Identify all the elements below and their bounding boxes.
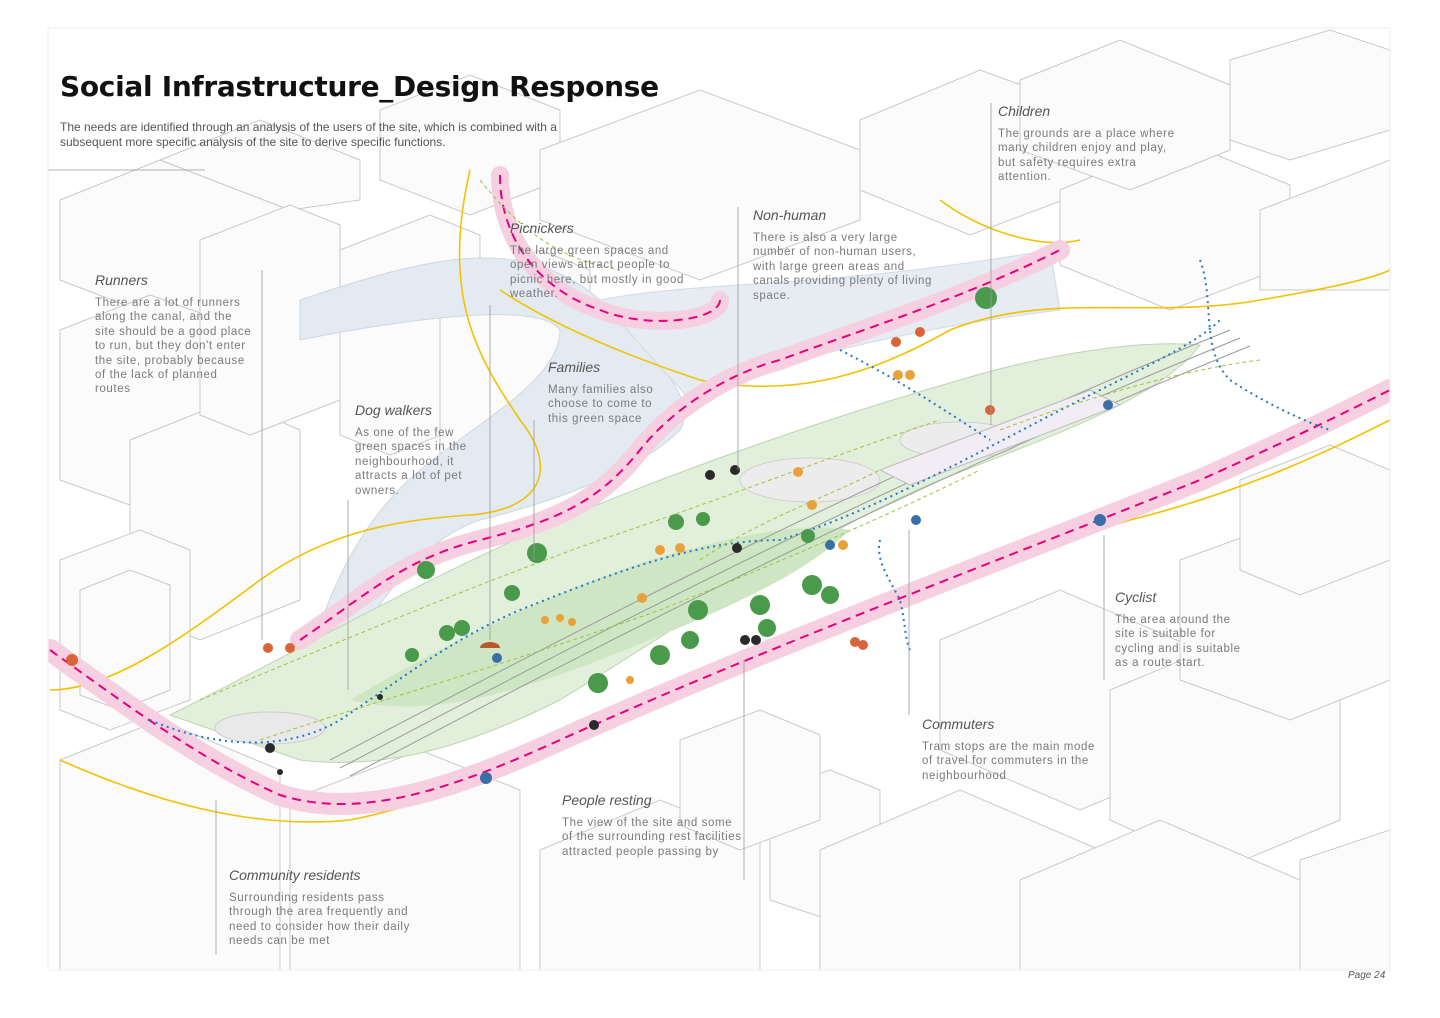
note-text: As one of the few green spaces in the ne…	[355, 427, 467, 497]
page-number: Page 24	[1348, 970, 1386, 981]
note-families: Families Many families also choose to co…	[548, 359, 666, 426]
note-picnickers: Picnickers The large green spaces and op…	[510, 220, 690, 302]
note-commuters: Commuters Tram stops are the main mode o…	[922, 716, 1102, 783]
diagram-frame	[47, 27, 1391, 971]
surrounding-buildings	[59, 29, 1390, 970]
note-text: There are a lot of runners along the can…	[95, 297, 252, 396]
note-title: Runners	[95, 272, 148, 288]
note-title: Picnickers	[510, 220, 574, 236]
note-text: Many families also choose to come to thi…	[548, 384, 654, 425]
note-runners: Runners There are a lot of runners along…	[95, 272, 255, 397]
note-title: Non-human	[753, 207, 827, 223]
note-title: Commuters	[922, 716, 995, 732]
note-text: The view of the site and some of the sur…	[562, 817, 742, 858]
plaza-oval	[214, 711, 326, 745]
tram-platform	[878, 389, 1122, 486]
note-title: Families	[548, 359, 601, 375]
note-community-residents: Community residents Surrounding resident…	[229, 867, 411, 949]
note-text: There is also a very large number of non…	[753, 232, 932, 302]
note-text: The large green spaces and open views at…	[510, 245, 684, 301]
note-title: Cyclist	[1115, 589, 1157, 605]
note-text: Tram stops are the main mode of travel f…	[922, 741, 1095, 782]
page-title: Social Infrastructure_Design Response	[60, 70, 659, 103]
site-lawn	[350, 527, 850, 707]
note-cyclist: Cyclist The area around the site is suit…	[1115, 589, 1247, 671]
walking-route	[149, 259, 1331, 744]
note-title: Dog walkers	[355, 402, 433, 418]
leader-lines	[48, 103, 1105, 955]
note-text: The grounds are a place where many child…	[998, 128, 1175, 184]
trees	[405, 287, 997, 693]
note-children: Children The grounds are a place where m…	[998, 103, 1178, 185]
note-non-human: Non-human There is also a very large num…	[753, 207, 933, 303]
note-people-resting: People resting The view of the site and …	[562, 792, 744, 859]
note-dog-walkers: Dog walkers As one of the few green spac…	[355, 402, 487, 498]
note-title: People resting	[562, 792, 652, 808]
park-paths	[199, 179, 1261, 741]
running-route-band	[491, 166, 729, 330]
note-text: Surrounding residents pass through the a…	[229, 892, 410, 948]
people-figures	[66, 327, 1113, 784]
note-text: The area around the site is suitable for…	[1115, 614, 1241, 670]
running-route	[49, 174, 1390, 805]
intro-text: The needs are identified through an anal…	[60, 120, 557, 149]
note-title: Community residents	[229, 867, 361, 883]
note-title: Children	[998, 103, 1051, 119]
